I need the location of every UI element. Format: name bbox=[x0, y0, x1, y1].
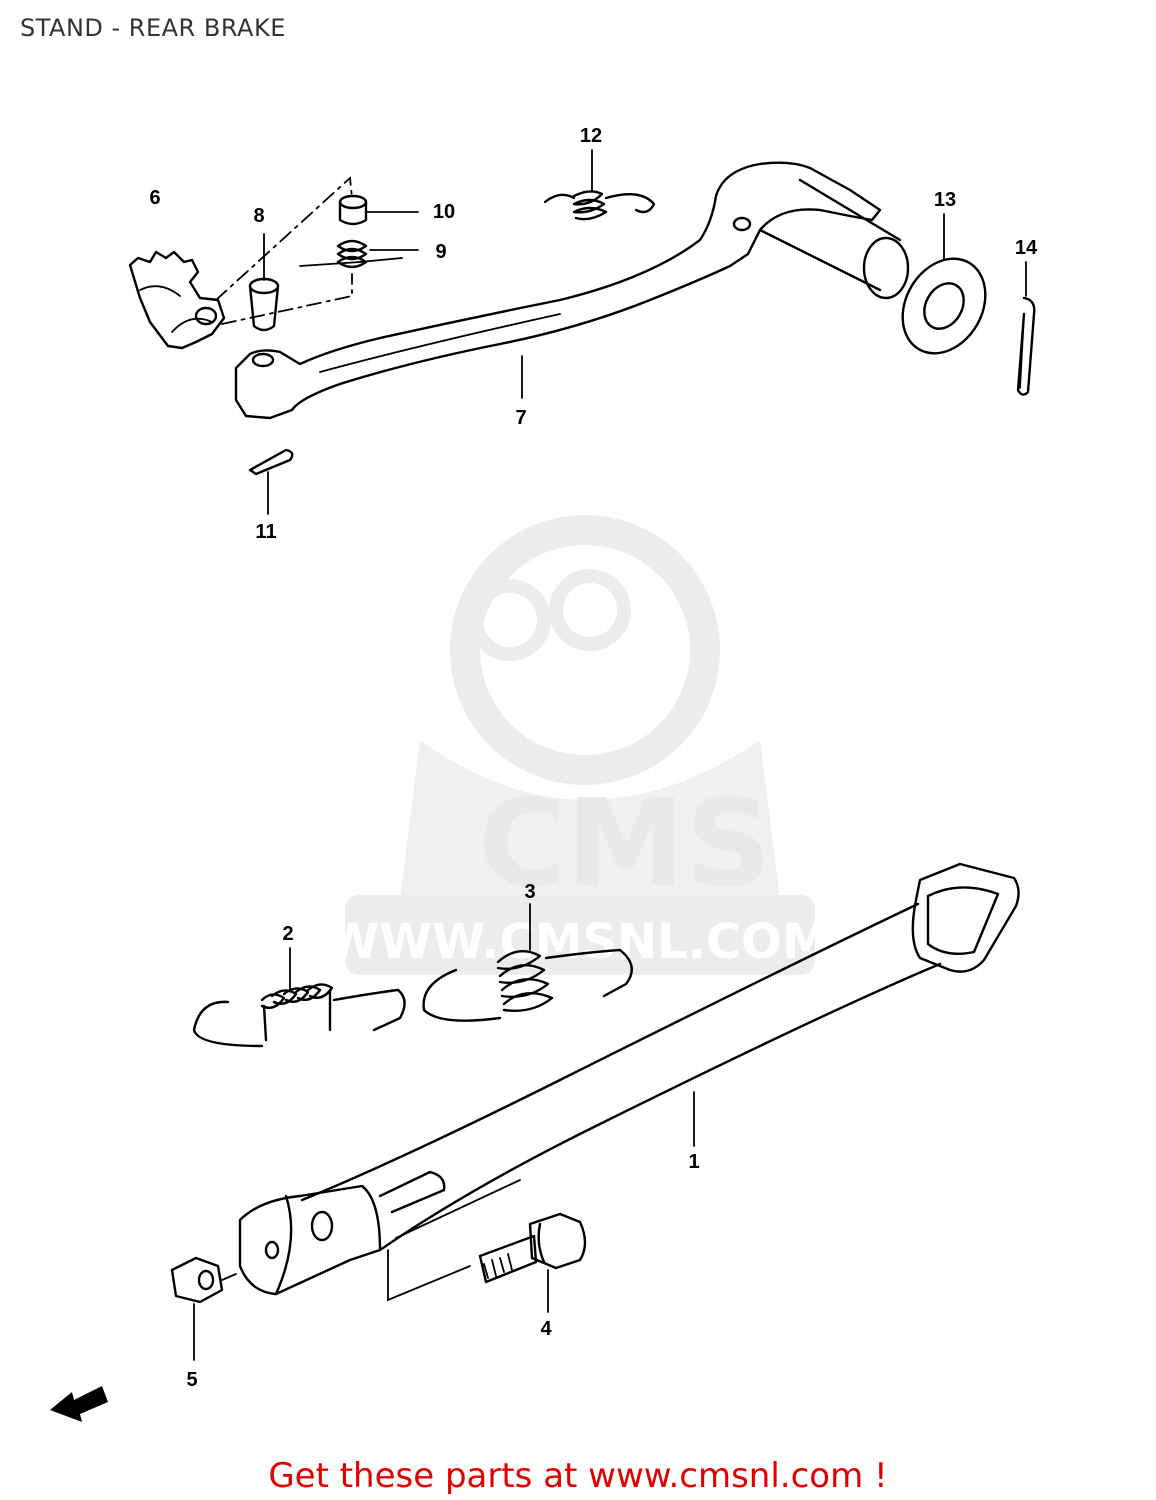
callout-5: 5 bbox=[186, 1369, 197, 1391]
callout-10: 10 bbox=[433, 201, 455, 223]
part-3-spring bbox=[422, 903, 633, 1022]
part-10-cap bbox=[338, 194, 419, 226]
page-title: STAND - REAR BRAKE bbox=[20, 14, 286, 42]
callout-6: 6 bbox=[149, 187, 160, 209]
callout-3: 3 bbox=[524, 881, 535, 903]
part-7-brake-pedal bbox=[234, 161, 910, 420]
part-13-washer bbox=[901, 213, 987, 355]
part-11-cotter-pin bbox=[248, 448, 294, 515]
part-5-nut bbox=[170, 1256, 237, 1361]
footer-promo-link[interactable]: Get these parts at www.cmsnl.com ! bbox=[268, 1456, 888, 1496]
part-9-small-spring bbox=[299, 239, 419, 269]
watermark-logo-text: CMS bbox=[478, 775, 772, 914]
part-2-spring bbox=[192, 947, 406, 1048]
callout-13: 13 bbox=[934, 189, 956, 211]
callout-12: 12 bbox=[580, 125, 602, 147]
callout-9: 9 bbox=[435, 241, 446, 263]
callout-7: 7 bbox=[515, 407, 526, 429]
part-12-return-spring bbox=[543, 149, 656, 221]
part-6-pedal-tip bbox=[128, 250, 226, 350]
assembly-lines-upper bbox=[215, 176, 353, 325]
part-14-cotter-pin bbox=[1016, 261, 1036, 396]
callout-4: 4 bbox=[540, 1318, 552, 1340]
callout-2: 2 bbox=[282, 923, 293, 945]
callout-1: 1 bbox=[688, 1151, 699, 1173]
part-4-bolt bbox=[387, 1212, 587, 1313]
callout-11: 11 bbox=[255, 521, 276, 543]
callout-8: 8 bbox=[253, 205, 264, 227]
watermark-url-text: WWW.CMSNL.COM bbox=[326, 914, 830, 970]
part-1-side-stand bbox=[238, 862, 1020, 1296]
front-direction-arrow bbox=[50, 1386, 108, 1422]
watermark-logo: CMS WWW.CMSNL.COM bbox=[326, 515, 830, 975]
callout-14: 14 bbox=[1015, 237, 1038, 259]
